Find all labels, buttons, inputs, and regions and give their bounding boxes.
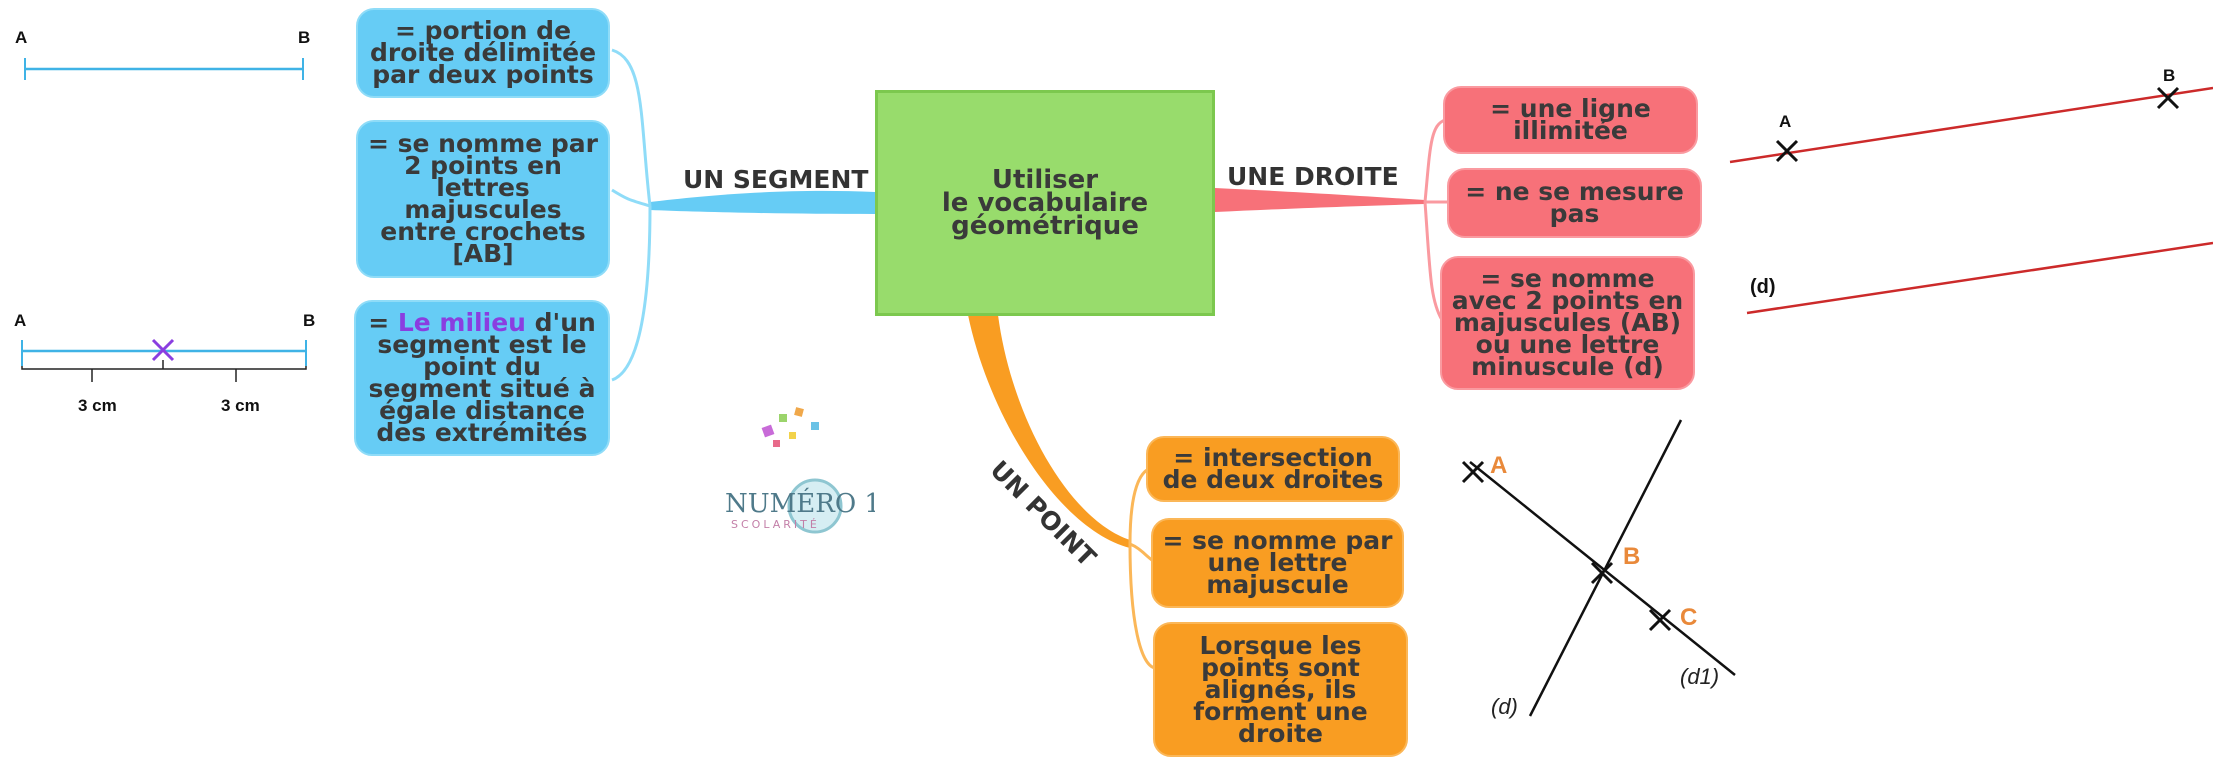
- segment-naming-line: entre crochets: [380, 217, 586, 246]
- logo-icon: NUMÉRO 1 SCOLARITÉ: [725, 407, 881, 534]
- segment-naming-line: [AB]: [452, 239, 514, 268]
- intersection-point-a-label: A: [1490, 452, 1508, 479]
- intersection-point-c-label: C: [1680, 604, 1698, 631]
- segment-midpoint-line: point du: [423, 352, 541, 381]
- midpoint-highlight: Le milieu: [397, 308, 526, 337]
- droite-naming-box: = se nomme avec 2 points en majuscules (…: [1440, 256, 1695, 390]
- segment-definition-line: = portion de: [394, 16, 572, 45]
- droite-measure-box: = ne se mesure pas: [1447, 168, 1702, 238]
- segment-midpoint-tail: d'un: [525, 308, 596, 337]
- segment-midpoint-line: = Le milieu d'un: [368, 310, 596, 335]
- droite-naming-line: minuscule (d): [1471, 352, 1664, 381]
- line-point-b-label: B: [2163, 66, 2176, 85]
- droite-naming-line: = se nomme: [1480, 264, 1655, 293]
- logo-wordmark: NUMÉRO 1: [725, 487, 875, 519]
- droite-naming-line: majuscules (AB): [1453, 308, 1682, 337]
- droite-definition-line: illimitée: [1513, 116, 1628, 145]
- central-topic-line: géométrique: [951, 210, 1139, 241]
- central-topic-line: Utiliser: [991, 164, 1099, 195]
- segment-midpoint-box: = Le milieu d'un segment est le point du…: [354, 300, 610, 456]
- segment-midpoint-line: des extrémités: [376, 418, 588, 447]
- droite-measure-line: pas: [1549, 199, 1600, 228]
- point-naming-line: une lettre: [1207, 548, 1348, 577]
- segment-point-b-label: B: [298, 28, 311, 47]
- segment-naming-box: = se nomme par 2 points en lettres majus…: [356, 120, 610, 278]
- segment-midpoint-line: égale distance: [379, 396, 585, 425]
- point-aligned-line: forment une: [1193, 696, 1368, 726]
- point-aligned-line: droite: [1238, 718, 1323, 748]
- droite-definition-line: = une ligne: [1490, 94, 1651, 123]
- line-d-label: (d): [1750, 276, 1776, 298]
- point-naming-line: = se nomme par: [1162, 526, 1393, 555]
- segment-midpoint-prefix: =: [368, 308, 398, 337]
- point-aligned-line: points sont: [1201, 652, 1360, 682]
- numero1-logo: NUMÉRO 1 SCOLARITÉ: [715, 400, 881, 540]
- segment-midpoint-line: segment situé à: [368, 374, 596, 403]
- logo-subtitle: SCOLARITÉ: [731, 518, 820, 531]
- segment-definition-box: = portion de droite délimitée par deux p…: [356, 8, 610, 98]
- central-topic: Utiliser le vocabulaire géométrique: [875, 90, 1215, 316]
- point-aligned-line: Lorsque les: [1199, 630, 1362, 660]
- intersection-point-b-label: B: [1623, 543, 1641, 570]
- central-topic-line: le vocabulaire: [941, 187, 1149, 218]
- length-label-right: 3 cm: [221, 396, 260, 415]
- point-naming-box: = se nomme par une lettre majuscule: [1151, 518, 1404, 608]
- segment-definition-line: droite délimitée: [369, 38, 597, 67]
- branch-label-segment: UN SEGMENT: [683, 165, 869, 194]
- point-intersection-box: = intersection de deux droites: [1146, 436, 1400, 502]
- segment-definition-line: par deux points: [372, 60, 594, 89]
- droite-naming-line: avec 2 points en: [1451, 286, 1684, 315]
- segment-naming-line: lettres: [436, 173, 530, 202]
- point-aligned-line: alignés, ils: [1204, 674, 1357, 704]
- droite-naming-line: ou une lettre: [1475, 330, 1660, 359]
- point-aligned-box: Lorsque les points sont alignés, ils for…: [1153, 622, 1408, 757]
- segment-point-a-label: A: [15, 28, 28, 47]
- point-naming-line: majuscule: [1206, 570, 1349, 599]
- segment-naming-line: majuscules: [404, 195, 562, 224]
- intersection-line-d-label: (d): [1491, 694, 1518, 719]
- segment-naming-line: 2 points en: [404, 151, 562, 180]
- point-intersection-line: = intersection: [1173, 443, 1373, 472]
- line-point-a-label: A: [1779, 112, 1792, 131]
- midpoint-point-b-label: B: [303, 311, 316, 330]
- branch-label-droite: UNE DROITE: [1227, 162, 1399, 191]
- segment-midpoint-line: segment est le: [377, 330, 587, 359]
- length-label-left: 3 cm: [78, 396, 117, 415]
- droite-definition-box: = une ligne illimitée: [1443, 86, 1698, 154]
- intersection-line-d1-label: (d1): [1680, 664, 1720, 689]
- midpoint-point-a-label: A: [14, 311, 27, 330]
- droite-measure-line: = ne se mesure: [1465, 177, 1684, 206]
- point-intersection-line: de deux droites: [1162, 465, 1384, 494]
- segment-naming-line: = se nomme par: [367, 129, 599, 158]
